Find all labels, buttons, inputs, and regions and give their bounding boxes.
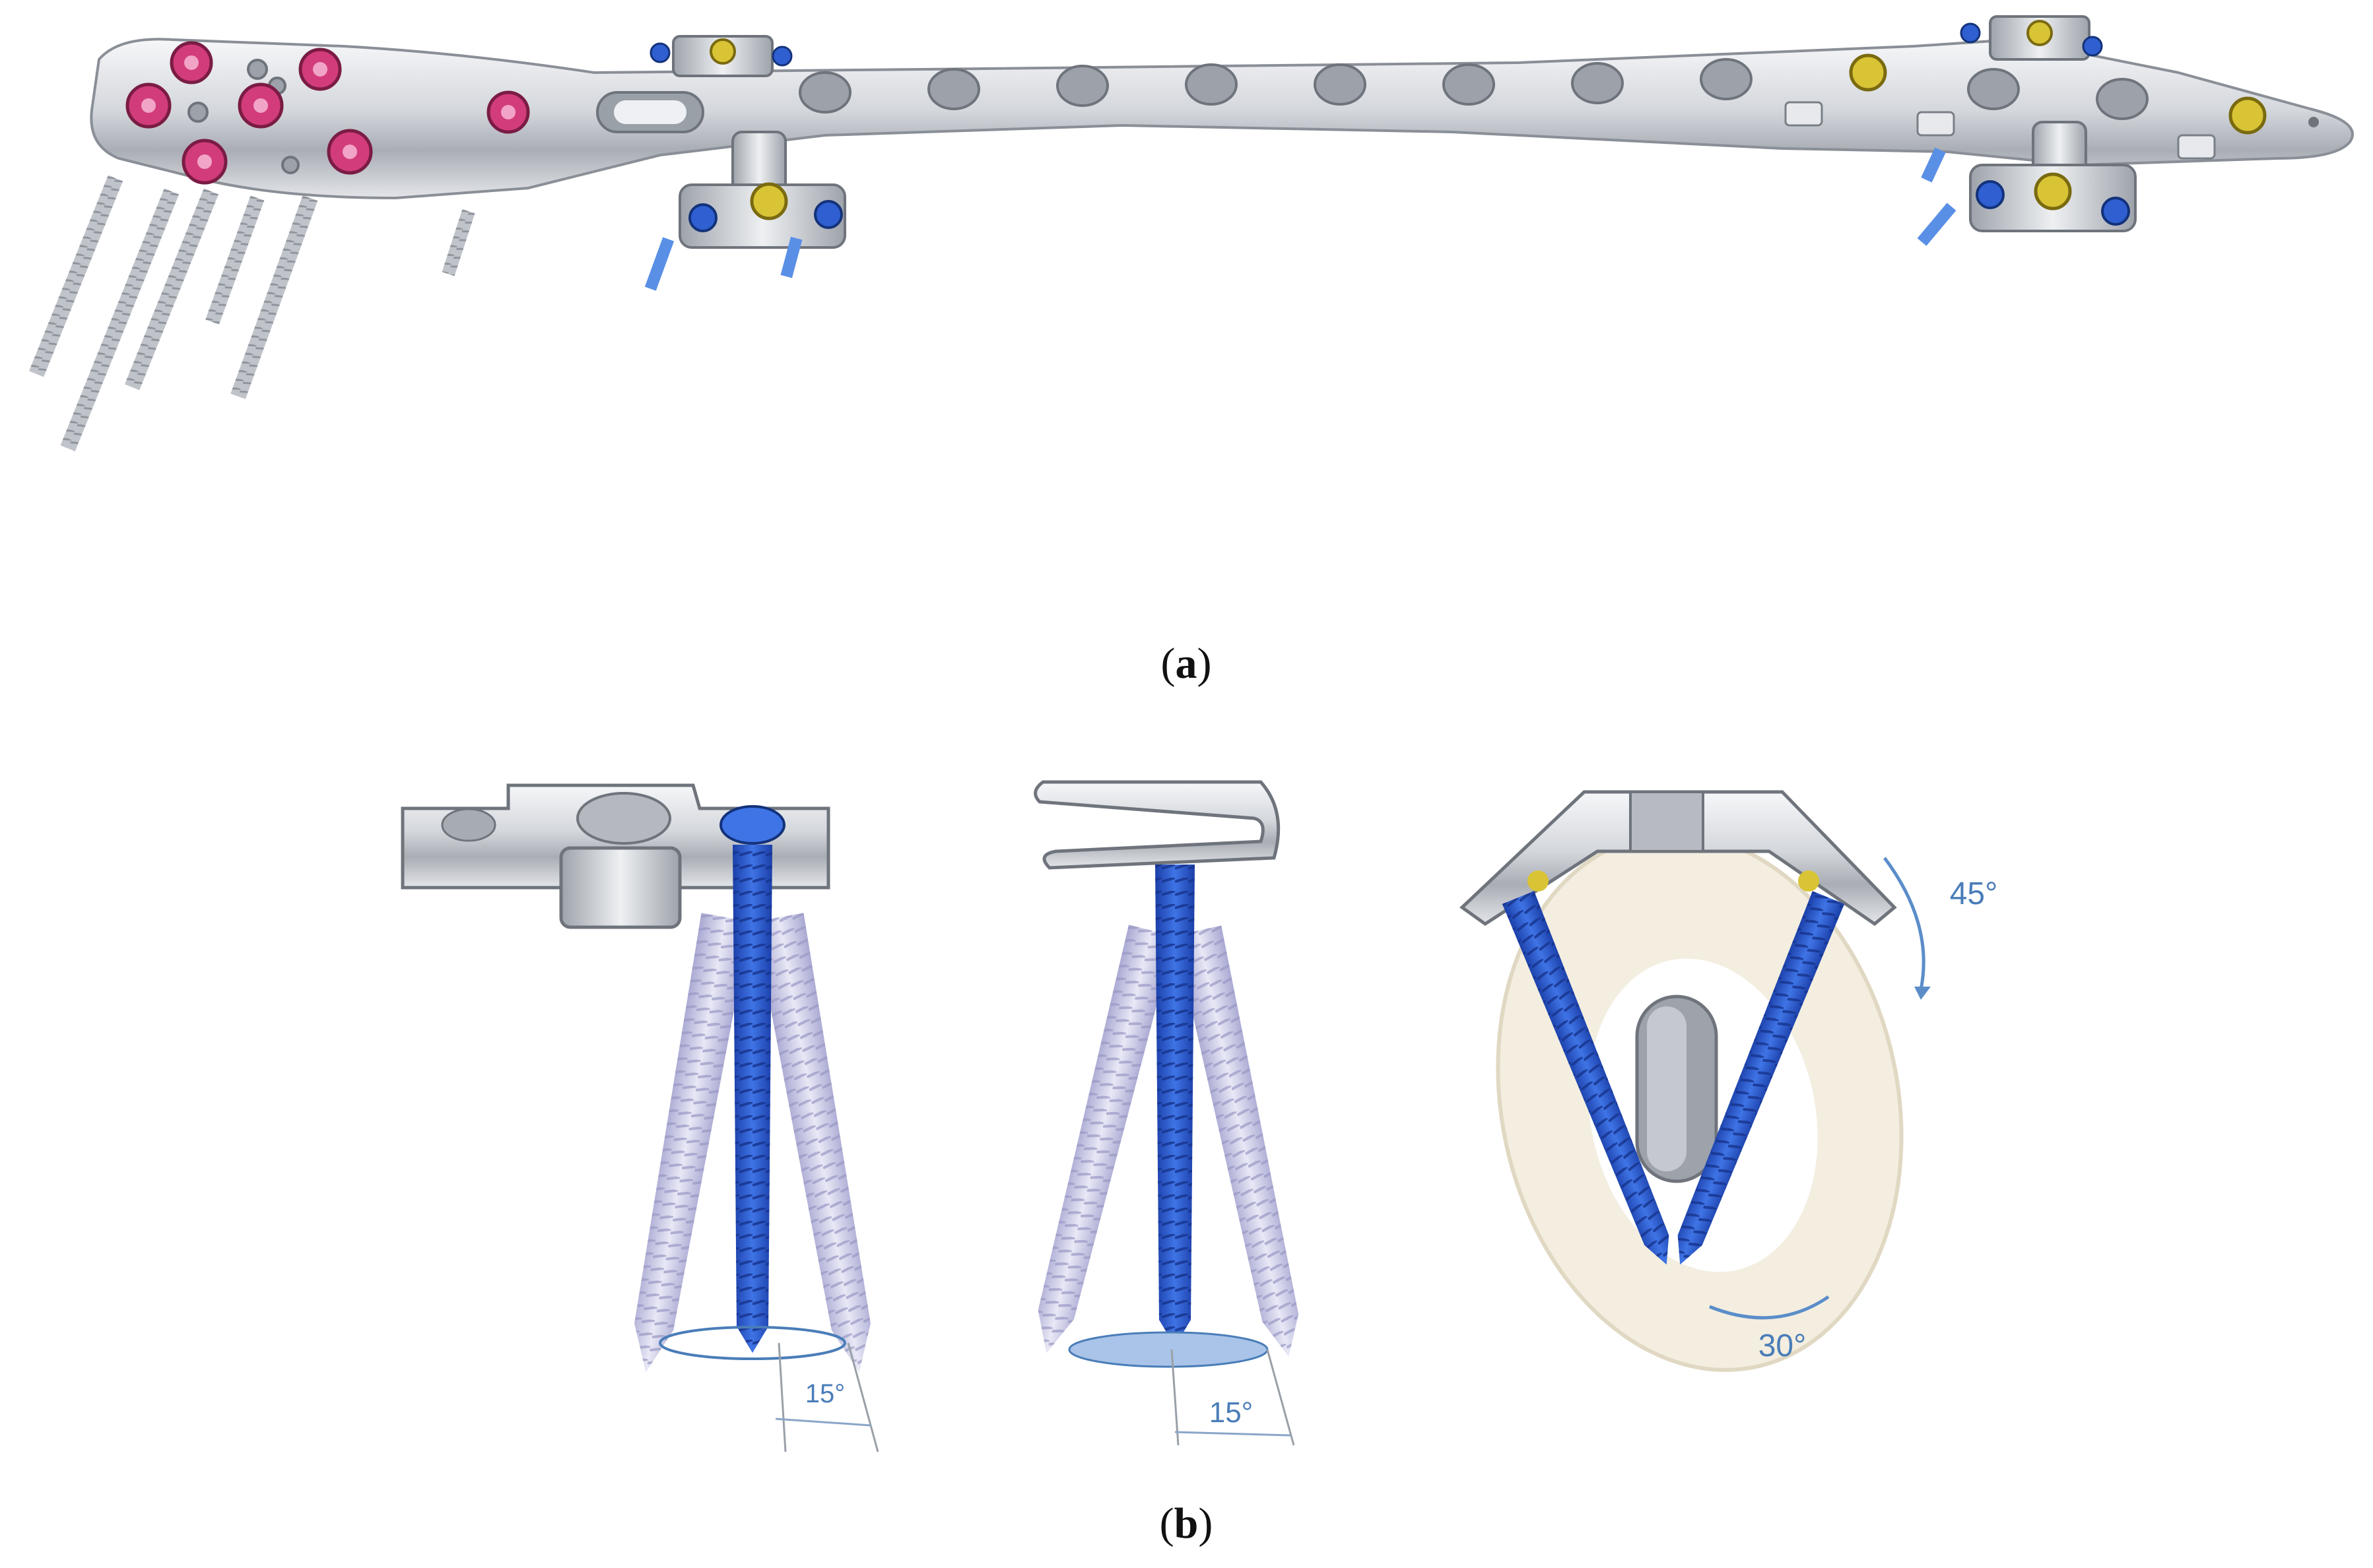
clamp-bottom-left — [644, 131, 846, 291]
caption-b: (b) — [1160, 1499, 1213, 1548]
panel-b-side-view: 15° — [1034, 780, 1299, 1446]
panel-b-clamp-view: 15° — [401, 783, 879, 1453]
angle-label-right-bottom: 30° — [1758, 1328, 1807, 1363]
angle-label-right-top: 45° — [1950, 876, 1998, 911]
plate-holes — [187, 58, 2149, 174]
clamp-top-right — [1849, 15, 2267, 135]
panel-b-cross-section: 45° 30° — [1459, 790, 1998, 1372]
clamp-top-left — [650, 35, 793, 77]
panel-a-illustration — [28, 15, 2354, 451]
clamp-bottom-right — [1917, 121, 2137, 246]
head-screw-shafts — [28, 175, 475, 451]
caption-a: (a) — [1161, 639, 1212, 688]
angle-label-middle: 15° — [1209, 1396, 1253, 1429]
angle-label-left: 15° — [805, 1379, 846, 1408]
bone-plate — [90, 38, 2354, 200]
